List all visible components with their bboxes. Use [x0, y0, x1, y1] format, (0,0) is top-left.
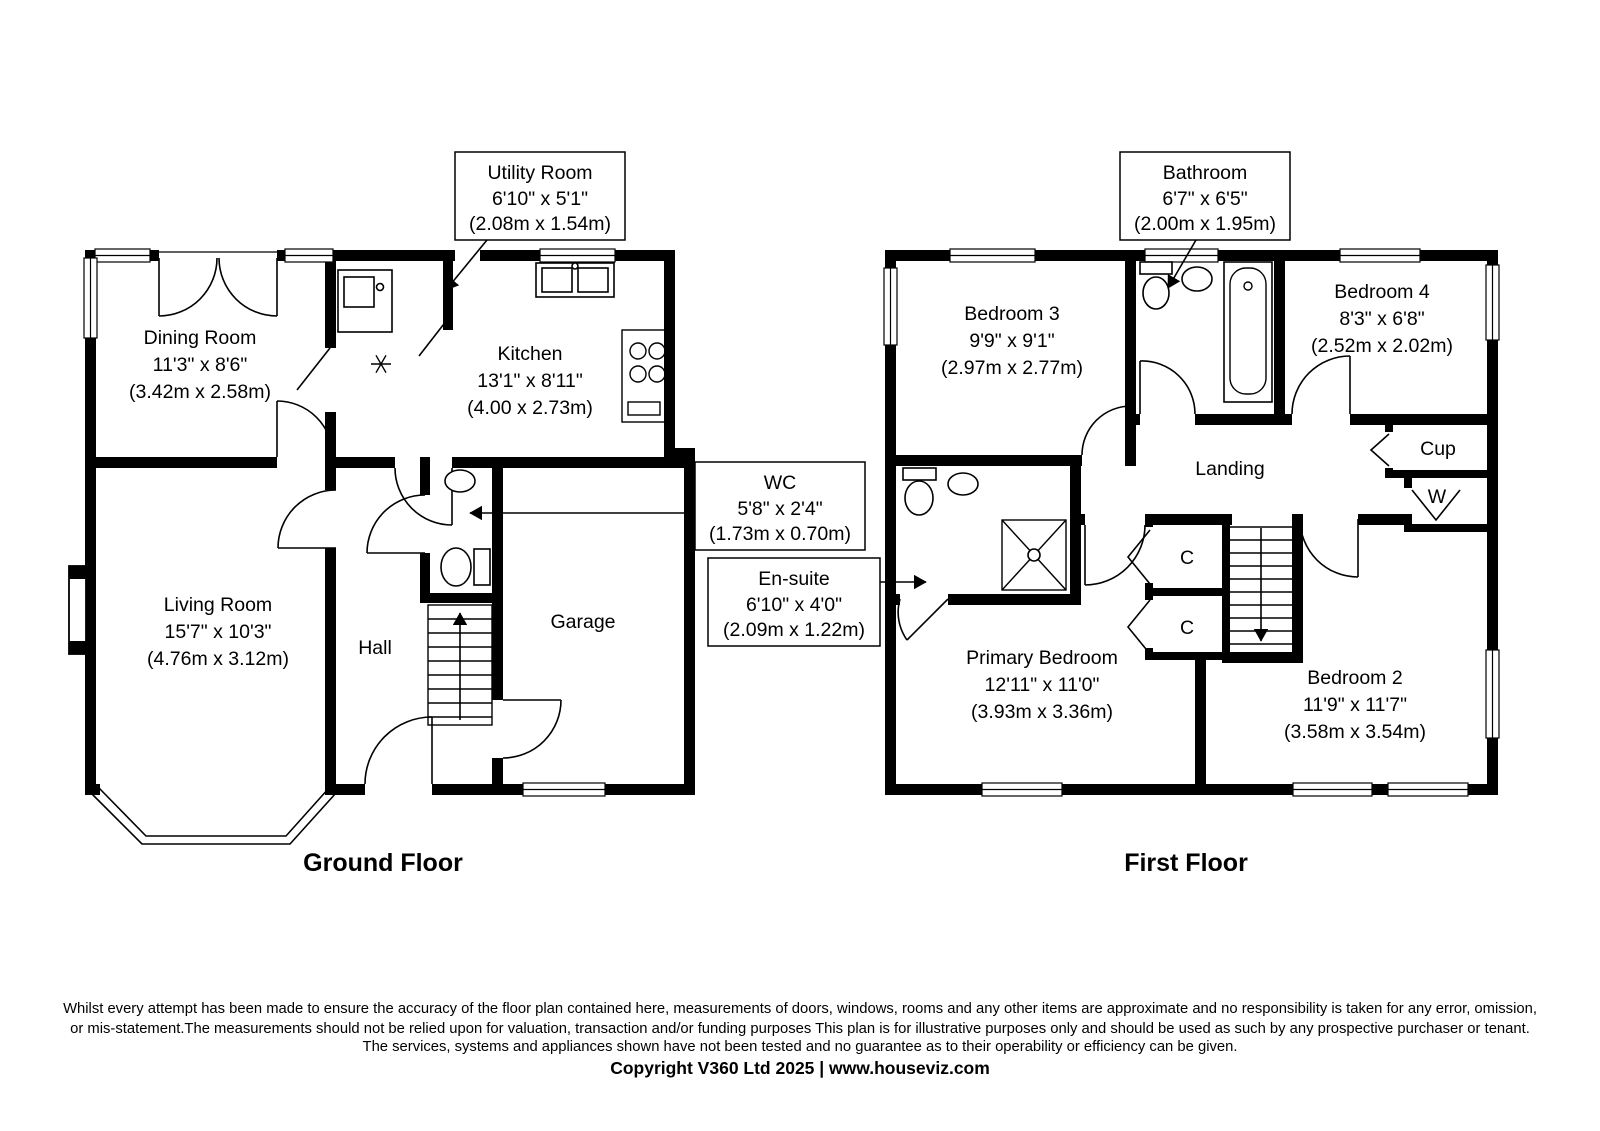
chimney-icon — [68, 565, 87, 655]
disclaimer-line-2: or mis-statement.The measurements should… — [70, 1021, 1530, 1037]
bay-window-icon — [90, 787, 337, 845]
kitchen-metric: (4.00 x 2.73m) — [467, 397, 593, 419]
bedroom3-name: Bedroom 3 — [964, 303, 1059, 325]
utility-sink-icon — [337, 269, 393, 333]
bedroom3-imperial: 9'9" x 9'1" — [969, 330, 1054, 352]
bedroom2-metric: (3.58m x 3.54m) — [1284, 721, 1426, 743]
living-room-imperial: 15'7" x 10'3" — [165, 621, 272, 643]
ground-floor-title: Ground Floor — [303, 849, 463, 877]
utility-callout: Utility Room 6'10" x 5'1" (2.08m x 1.54m… — [445, 151, 626, 291]
bathroom-callout-arrow — [1167, 239, 1197, 289]
dining-room-name: Dining Room — [144, 327, 257, 349]
bathroom-callout-imperial: 6'7" x 6'5" — [1162, 188, 1247, 210]
hob-icon — [621, 329, 667, 423]
ensuite-callout-metric: (2.09m x 1.22m) — [723, 619, 865, 641]
wc-callout-name: WC — [764, 472, 797, 494]
boiler-icon — [371, 354, 391, 374]
ground-windows — [83, 248, 616, 797]
cup-name: Cup — [1420, 438, 1456, 460]
bathro om-callout: Bathroom 6'7" x 6'5" (2.00m x 1.95m) — [1119, 151, 1291, 289]
ground-doors — [158, 251, 562, 785]
utility-callout-name: Utility Room — [487, 162, 592, 184]
living-room-metric: (4.76m x 3.12m) — [147, 648, 289, 670]
primary-imperial: 12'11" x 11'0" — [985, 674, 1100, 696]
wc-callout: WC 5'8" x 2'4" (1.73m x 0.70m) — [469, 461, 866, 551]
w-name: W — [1428, 486, 1447, 508]
disclaimer-line-1: Whilst every attempt has been made to en… — [63, 1001, 1537, 1017]
wc-callout-imperial: 5'8" x 2'4" — [737, 498, 822, 520]
first-floor-plan: Bedroom 3 9'9" x 9'1" (2.97m x 2.77m) Be… — [707, 151, 1500, 877]
garage-name: Garage — [550, 611, 615, 633]
ground-walls — [85, 250, 695, 795]
ensuite-callout-name: En-suite — [758, 568, 830, 590]
landing-name: Landing — [1195, 458, 1264, 480]
utility-callout-imperial: 6'10" x 5'1" — [492, 188, 588, 210]
ground-floor-plan: Dining Room 11'3" x 8'6" (3.42m x 2.58m)… — [68, 151, 866, 877]
bathroom-callout-metric: (2.00m x 1.95m) — [1134, 213, 1276, 235]
utility-callout-metric: (2.08m x 1.54m) — [469, 213, 611, 235]
first-floor-title: First Floor — [1124, 849, 1248, 877]
dining-room-metric: (3.42m x 2.58m) — [129, 381, 271, 403]
bathroom-callout-name: Bathroom — [1163, 162, 1248, 184]
living-room-name: Living Room — [164, 594, 272, 616]
disclaimer-line-3: The services, systems and appliances sho… — [363, 1039, 1238, 1055]
closet1-name: C — [1180, 547, 1194, 569]
bedroom4-metric: (2.52m x 2.02m) — [1311, 335, 1453, 357]
primary-metric: (3.93m x 3.36m) — [971, 701, 1113, 723]
bedroom2-name: Bedroom 2 — [1307, 667, 1402, 689]
bedroom4-imperial: 8'3" x 6'8" — [1339, 308, 1424, 330]
shower-icon — [1001, 519, 1067, 591]
bedroom4-name: Bedroom 4 — [1334, 281, 1430, 303]
hall-name: Hall — [358, 637, 392, 659]
ground-labels: Dining Room 11'3" x 8'6" (3.42m x 2.58m)… — [129, 327, 616, 877]
kitchen-imperial: 13'1" x 8'11" — [477, 370, 583, 392]
footer: Whilst every attempt has been made to en… — [63, 1001, 1537, 1078]
first-doors — [897, 355, 1461, 655]
utility-callout-arrow — [445, 239, 488, 291]
stairs-icon — [427, 604, 493, 726]
wc-callout-metric: (1.73m x 0.70m) — [709, 523, 851, 545]
ensuite-toilet-icon — [902, 467, 937, 516]
wc-sink-icon — [444, 469, 476, 493]
wc-toilet-icon — [440, 547, 491, 587]
kitchen-sink-icon — [535, 262, 615, 298]
kitchen-name: Kitchen — [497, 343, 562, 365]
primary-name: Primary Bedroom — [966, 647, 1118, 669]
bathroom-sink-icon — [1181, 266, 1213, 292]
ensuite-sink-icon — [947, 472, 979, 496]
first-labels: Bedroom 3 9'9" x 9'1" (2.97m x 2.77m) Be… — [941, 281, 1456, 877]
copyright-text: Copyright V360 Ltd 2025 | www.houseviz.c… — [610, 1058, 990, 1078]
bedroom2-imperial: 11'9" x 11'7" — [1303, 694, 1407, 716]
bedroom3-metric: (2.97m x 2.77m) — [941, 357, 1083, 379]
closet2-name: C — [1180, 617, 1194, 639]
dining-room-imperial: 11'3" x 8'6" — [153, 354, 248, 376]
first-windows — [883, 248, 1500, 797]
ensuite-callout: En-suite 6'10" x 4'0" (2.09m x 1.22m) — [707, 557, 927, 647]
ensuite-callout-imperial: 6'10" x 4'0" — [746, 594, 842, 616]
bath-icon — [1223, 261, 1273, 403]
stairs-down-icon — [1230, 526, 1292, 645]
bathroom-toilet-icon — [1139, 261, 1173, 310]
